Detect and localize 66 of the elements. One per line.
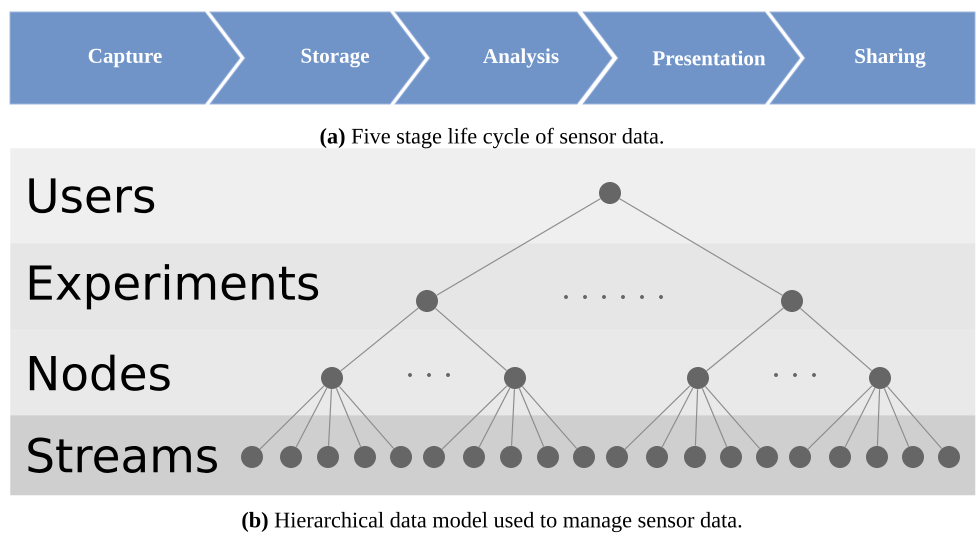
tree-line [518,388,544,447]
tree-dot [869,367,891,389]
tree-line [436,198,601,296]
level-band: Experiments [10,243,976,330]
tree-dot [938,446,960,468]
tree-dot [241,446,263,468]
tree-line [706,308,784,372]
node-label: Experiments [30,264,318,310]
tree-dot [537,446,559,468]
tree-line [844,388,876,448]
tree-line [702,388,728,447]
tree-line [800,308,872,372]
tree-dot [829,446,851,468]
tree-line [704,386,760,449]
tree-dot [504,367,526,389]
tree-line [328,389,332,446]
tree-dot [606,446,628,468]
tree-dot [599,182,621,204]
tree-dot [500,446,522,468]
tree-dot [280,446,302,468]
tree-line [876,389,880,446]
tree-dot [416,290,438,312]
tree-dot [390,446,412,468]
tree-line [808,385,872,450]
process-step: Storage [209,12,426,104]
tree-line [260,385,324,450]
process-step: Analysis [394,12,613,104]
tree-line [336,388,362,447]
tree-line [624,385,690,450]
tree-dot [902,446,924,468]
tree-line [510,389,516,446]
tree-line [886,386,942,449]
node-label: Sharing [855,48,926,68]
tree-dot [756,446,778,468]
figure-caption: (b) Hierarchical data model used to manage sensor data. [242,512,742,532]
tree-dot [687,367,709,389]
tree-line [619,198,783,296]
tree-dot [866,446,888,468]
tree-line [442,385,508,450]
tree-line [340,308,419,372]
tree-dot [463,446,485,468]
tree-dot [789,446,811,468]
tree-line [478,388,510,448]
tree-line [522,386,578,449]
tree-dot [354,446,376,468]
tree-line [884,388,910,447]
tree-dot [573,446,595,468]
tree-line [694,389,698,446]
tree-dot [684,446,706,468]
tree-dot [646,446,668,468]
tree-dot [781,290,803,312]
tree-line [338,386,394,449]
process-step: Sharing [769,12,976,104]
node-label: Nodes [30,354,170,391]
tree-dot [317,446,339,468]
tree-dot [720,446,742,468]
tree-line [435,308,507,372]
process-step: Presentation [582,12,801,104]
level-band: Users [10,148,976,244]
process-step: Capture [10,12,241,104]
tree-line [662,388,694,448]
level-band: Nodes [10,330,976,416]
tree-dot [423,446,445,468]
figure-caption: (a) Five stage life cycle of sensor data. [320,128,663,148]
tree-dot [321,367,343,389]
tree-line [296,388,328,448]
